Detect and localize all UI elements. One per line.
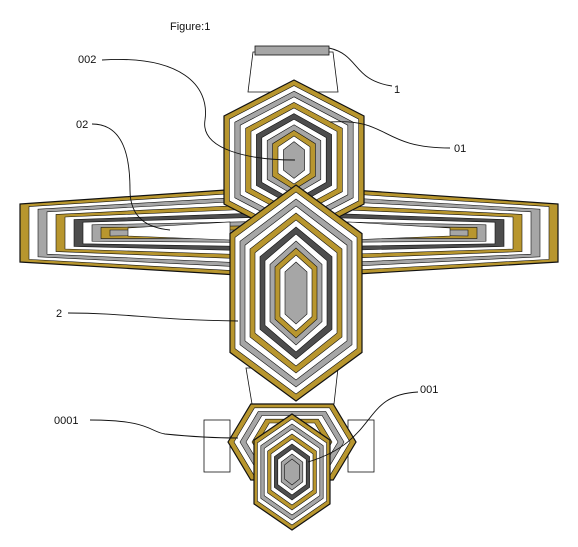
label-002: 002: [78, 54, 96, 66]
label-0001: 0001: [54, 415, 78, 427]
right-wing: [322, 187, 559, 277]
leader-line-2: [67, 312, 239, 322]
leader-line-001: [307, 391, 419, 463]
leader-line-0001: [89, 419, 239, 439]
leader-line-002: [101, 59, 296, 161]
leader-line-02: [91, 123, 171, 231]
hex-small-tall-layer: [284, 458, 300, 486]
lower-hexagon-stack: [229, 184, 363, 402]
label-001: 001: [420, 384, 438, 396]
label-01: 01: [454, 143, 466, 155]
left-wing: [19, 187, 256, 277]
figure-title: Figure:1: [170, 21, 210, 33]
label-2: 2: [56, 308, 62, 320]
hex-lower-layer: [284, 261, 308, 325]
small-strap-left: [203, 419, 231, 473]
label-02: 02: [76, 119, 88, 131]
top-clasp: [254, 45, 330, 56]
small-tall-hexagon-stack: [253, 413, 331, 531]
leader-line-1: [328, 47, 393, 87]
diagram-shapes: [19, 45, 559, 531]
label-1: 1: [394, 84, 400, 96]
leader-line-01: [329, 121, 451, 149]
